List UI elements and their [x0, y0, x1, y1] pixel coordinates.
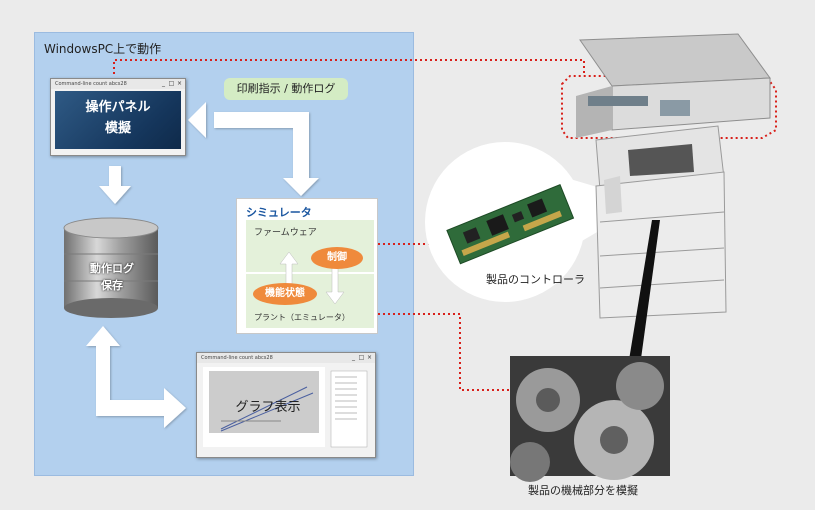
graph-label: グラフ表示: [235, 400, 301, 415]
graph-window-titlebar: Command-line count abcs28 _ □ ×: [197, 353, 375, 363]
control-pill: 制御: [311, 247, 363, 269]
operation-panel-window-title: Command-line count abcs28: [55, 81, 127, 87]
operation-panel-window: Command-line count abcs28 _ □ × 操作パネル 模擬: [50, 78, 186, 156]
log-store-label-line1: 動作ログ: [90, 262, 134, 275]
printer-illustration: [576, 33, 771, 366]
operation-panel-body: 操作パネル 模擬: [55, 91, 181, 149]
mechanism-photo: [510, 356, 670, 482]
controller-circle: [425, 142, 648, 302]
graph-window: Command-line count abcs28 _ □ ×: [196, 352, 376, 458]
close-button[interactable]: ×: [176, 80, 183, 87]
log-store-label-line2: 保存: [101, 279, 123, 292]
mechanism-label: 製品の機械部分を模擬: [528, 484, 638, 497]
arrow-db-to-graph: [86, 326, 186, 428]
graph-thumbnail: [203, 367, 368, 448]
down-arrow: [325, 265, 345, 305]
arrow-panel-to-db: [99, 166, 131, 204]
controller-label: 製品のコントローラ: [486, 273, 585, 286]
graph-minimize-button[interactable]: _: [352, 354, 355, 361]
firmware-label: ファームウェア: [254, 228, 317, 238]
minimize-button[interactable]: _: [162, 80, 165, 87]
simulator-arrows: [279, 251, 345, 305]
graph-close-button[interactable]: ×: [366, 354, 373, 361]
operation-panel-label-line2: 模擬: [104, 121, 131, 136]
pc-panel-title: WindowsPC上で動作: [44, 42, 162, 56]
operation-panel-titlebar: Command-line count abcs28 _ □ ×: [51, 79, 185, 89]
graph-maximize-button[interactable]: □: [358, 354, 365, 361]
arrow-panel-to-simulator: [214, 112, 319, 196]
function-state-pill: 機能状態: [253, 283, 317, 305]
log-store-label: 動作ログ 保存: [72, 260, 152, 294]
plant-label: プラント（エミュレータ）: [254, 313, 350, 322]
arrowhead-to-panel: [188, 102, 206, 138]
graph-window-title: Command-line count abcs28: [201, 355, 273, 361]
command-log-label: 印刷指示 / 動作ログ: [224, 78, 348, 100]
simulator-title: シミュレータ: [246, 206, 312, 219]
database-cylinder: [63, 217, 159, 318]
maximize-button[interactable]: □: [168, 80, 175, 87]
operation-panel-label-line1: 操作パネル: [85, 100, 151, 115]
